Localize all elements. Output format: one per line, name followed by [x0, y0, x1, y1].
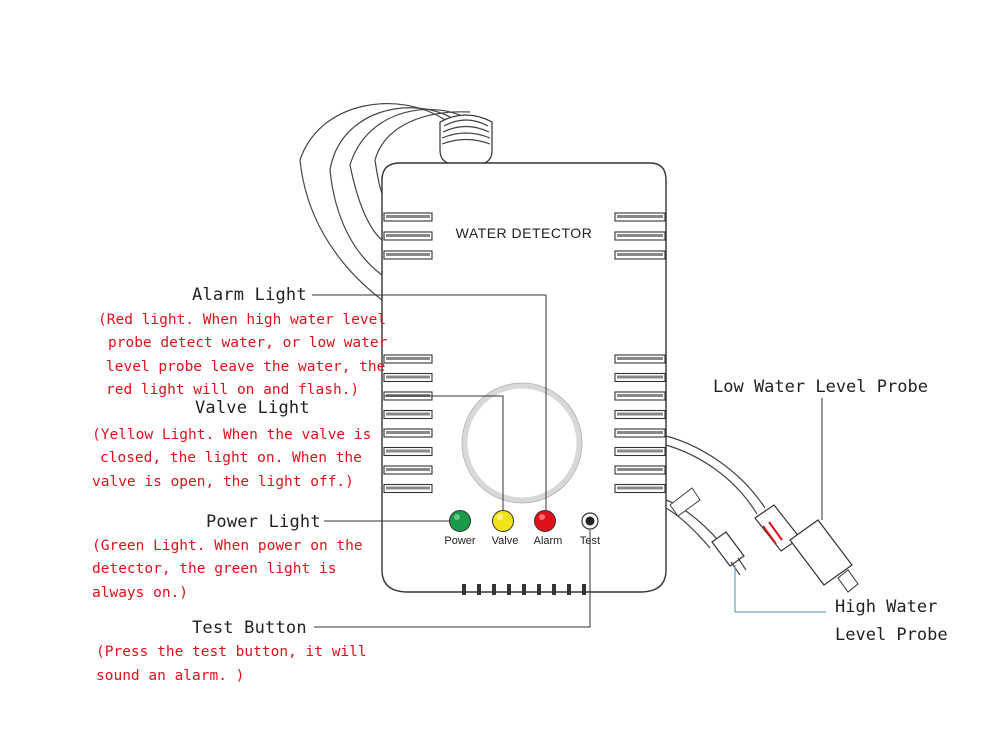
device-title: WATER DETECTOR: [456, 225, 593, 241]
bottom-slots: [462, 584, 586, 595]
vent-slot-shadow: [386, 215, 430, 218]
vent-slot-shadow: [617, 234, 663, 237]
vent-slot-shadow: [617, 394, 663, 397]
power-note-line: detector, the green light is: [92, 561, 336, 577]
vent-slot-shadow: [386, 357, 430, 360]
power-light-title: Power Light: [206, 512, 321, 532]
vent-slot-shadow: [617, 412, 663, 416]
display-ring: [462, 383, 582, 503]
alarm-light-title: Alarm Light: [192, 285, 307, 305]
valve-light-title: Valve Light: [195, 398, 310, 418]
vent-slot-shadow: [617, 215, 663, 218]
low-water-probe: [754, 504, 859, 593]
power-note-line: always on.): [92, 585, 188, 601]
valve-note-line: valve is open, the light off.): [92, 474, 354, 490]
test-note-line: (Press the test button, it will: [96, 644, 367, 660]
valve-callout: Valve Light (Yellow Light. When the valv…: [92, 398, 371, 490]
vent-slot-shadow: [386, 253, 430, 256]
vent-slot-shadow: [386, 449, 430, 453]
probe-labels: Low Water Level Probe High Water Level P…: [713, 377, 948, 645]
alarm-note-line: red light will on and flash.): [106, 382, 359, 398]
high-water-probe-label-line: High Water: [835, 597, 937, 617]
bottom-slot: [567, 584, 571, 595]
vent-slot-shadow: [386, 412, 430, 416]
valve-note-line: closed, the light on. When the: [100, 450, 362, 466]
leader-lines: [312, 294, 826, 628]
low-water-probe-label: Low Water Level Probe: [713, 377, 928, 397]
vent-slots: [383, 212, 666, 494]
vent-slot-shadow: [617, 468, 663, 471]
vent-slot-shadow: [617, 449, 663, 453]
vent-slot-shadow: [617, 486, 663, 490]
test-button-title: Test Button: [192, 618, 307, 638]
alarm-note-line: probe detect water, or low water: [108, 335, 388, 351]
alarm-note-line: (Red light. When high water level: [98, 312, 386, 328]
bottom-slot: [477, 584, 481, 595]
vent-slot-shadow: [617, 253, 663, 256]
bottom-slot: [552, 584, 556, 595]
vent-slot-shadow: [386, 431, 430, 434]
bottom-slot: [507, 584, 511, 595]
alarm-led: [534, 510, 556, 532]
power-led: [449, 510, 471, 532]
probe-cables: [665, 435, 766, 549]
vent-slot-shadow: [386, 234, 430, 237]
power-led-label: Power: [444, 535, 476, 547]
vent-slot-shadow: [617, 357, 663, 360]
alarm-callout: Alarm Light (Red light. When high water …: [98, 285, 388, 398]
high-water-probe-label-line: Level Probe: [835, 625, 948, 645]
bottom-slot: [462, 584, 466, 595]
bottom-slot: [537, 584, 541, 595]
vent-slot-shadow: [617, 431, 663, 434]
bottom-slot: [492, 584, 496, 595]
test-note-line: sound an alarm. ): [96, 668, 244, 684]
top-cables: [299, 103, 493, 301]
test-callout: Test Button (Press the test button, it w…: [96, 618, 367, 684]
power-note-line: (Green Light. When power on the: [92, 538, 363, 554]
power-callout: Power Light (Green Light. When power on …: [92, 512, 363, 601]
alarm-note-line: level probe leave the water, the: [106, 359, 385, 375]
vent-slot-shadow: [386, 486, 430, 490]
vent-slot-shadow: [386, 375, 430, 379]
valve-led: [492, 510, 514, 532]
vent-slot-shadow: [617, 375, 663, 379]
high-water-probe: [711, 531, 747, 576]
valve-led-label: Valve: [492, 535, 519, 547]
bottom-slot: [522, 584, 526, 595]
valve-note-line: (Yellow Light. When the valve is: [92, 427, 371, 443]
device-body: [381, 162, 667, 593]
alarm-led-label: Alarm: [534, 535, 563, 547]
vent-slot-shadow: [386, 468, 430, 471]
bottom-slot: [582, 584, 586, 595]
